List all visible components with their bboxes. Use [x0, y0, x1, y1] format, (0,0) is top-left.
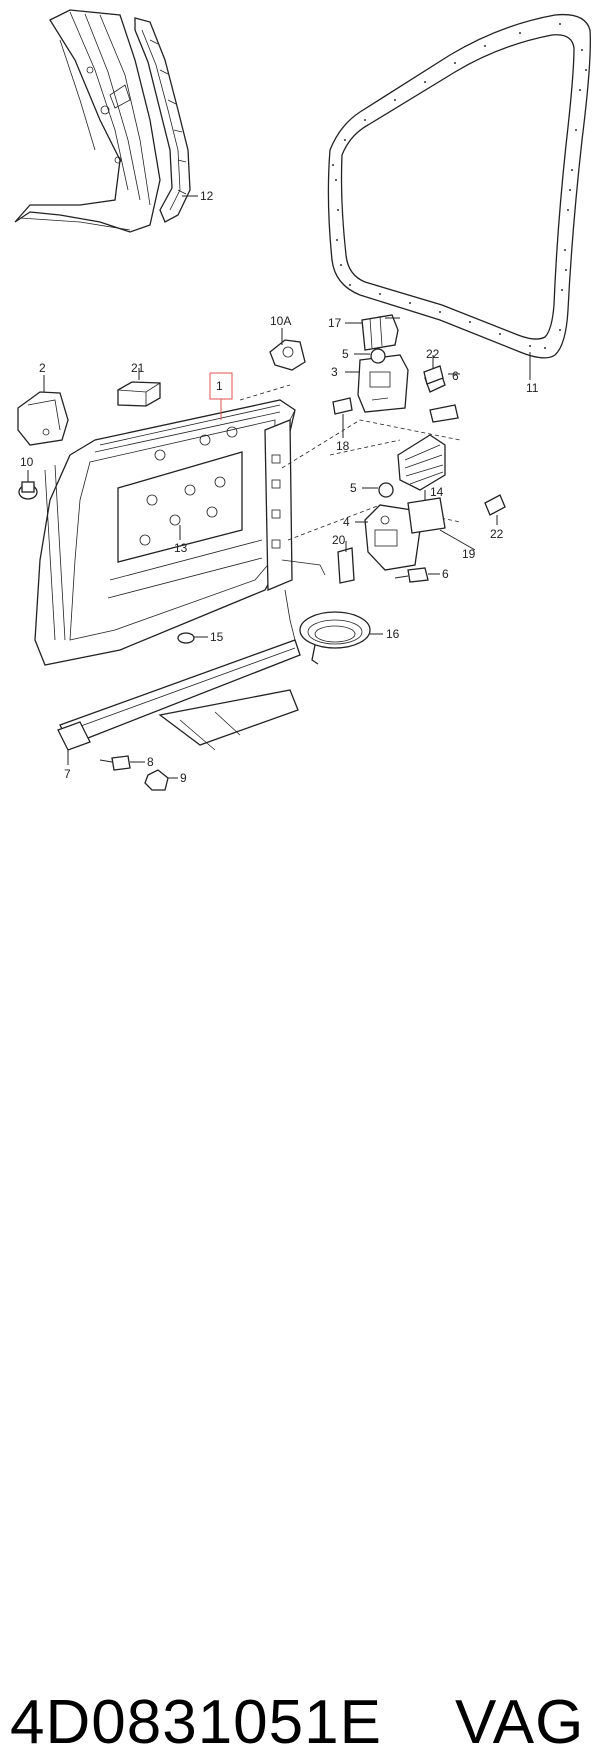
- callout-21: 21: [131, 361, 145, 375]
- callout-10a: 10A: [270, 314, 291, 328]
- callout-7: 7: [64, 767, 71, 781]
- grommet-10: [18, 470, 38, 500]
- parts-diagram: 1 2 3 4 5 5 6 6 7 8 9 10 10A 11 12 13 14…: [14, 9, 591, 791]
- body-outline: [281, 409, 326, 641]
- callout-6a: 6: [452, 369, 459, 383]
- nut-9: [144, 769, 178, 791]
- callout-5b: 5: [350, 481, 357, 495]
- callout-16: 16: [386, 627, 400, 641]
- clip-10A: [269, 328, 306, 371]
- part-number: 4D0831051E: [10, 1688, 382, 1757]
- bracket-2: [17, 375, 69, 446]
- body-pillar-illustration: [14, 9, 161, 233]
- caption-bar: 4D0831051E VAG: [0, 840, 600, 1757]
- callout-22b: 22: [490, 527, 504, 541]
- callout-22a: 22: [426, 347, 440, 361]
- callout-19: 19: [462, 547, 476, 561]
- brand-name: VAG: [455, 1688, 585, 1757]
- sill-profile-7: [57, 721, 91, 765]
- rubber-boot-14: [397, 434, 446, 505]
- callout-6b: 6: [442, 567, 449, 581]
- callout-9: 9: [180, 771, 187, 785]
- plug-15: [177, 632, 208, 644]
- callout-8: 8: [147, 755, 154, 769]
- callout-1: 1: [216, 379, 223, 393]
- callout-3: 3: [331, 365, 338, 379]
- foam-block-21: [117, 368, 161, 407]
- callout-10: 10: [20, 455, 34, 469]
- callout-12: 12: [200, 189, 214, 203]
- callout-18: 18: [336, 439, 350, 453]
- callout-14: 14: [430, 485, 444, 499]
- callout-20: 20: [332, 533, 346, 547]
- bolt-8: [99, 755, 145, 771]
- part-1-highlight: [209, 372, 233, 420]
- screw-22: [423, 356, 506, 525]
- door-seal-11: [327, 13, 591, 380]
- callout-4: 4: [343, 515, 350, 529]
- callout-5a: 5: [342, 347, 349, 361]
- callout-17: 17: [328, 316, 342, 330]
- callout-2: 2: [39, 361, 46, 375]
- lower-hinge-assembly: [337, 482, 476, 584]
- callout-13: 13: [174, 541, 188, 555]
- seal-strip-12: [134, 17, 198, 223]
- door-frame-illustration: [34, 399, 301, 751]
- callout-11: 11: [526, 381, 539, 395]
- coil-seal-16: [299, 611, 383, 665]
- callout-15: 15: [210, 630, 224, 644]
